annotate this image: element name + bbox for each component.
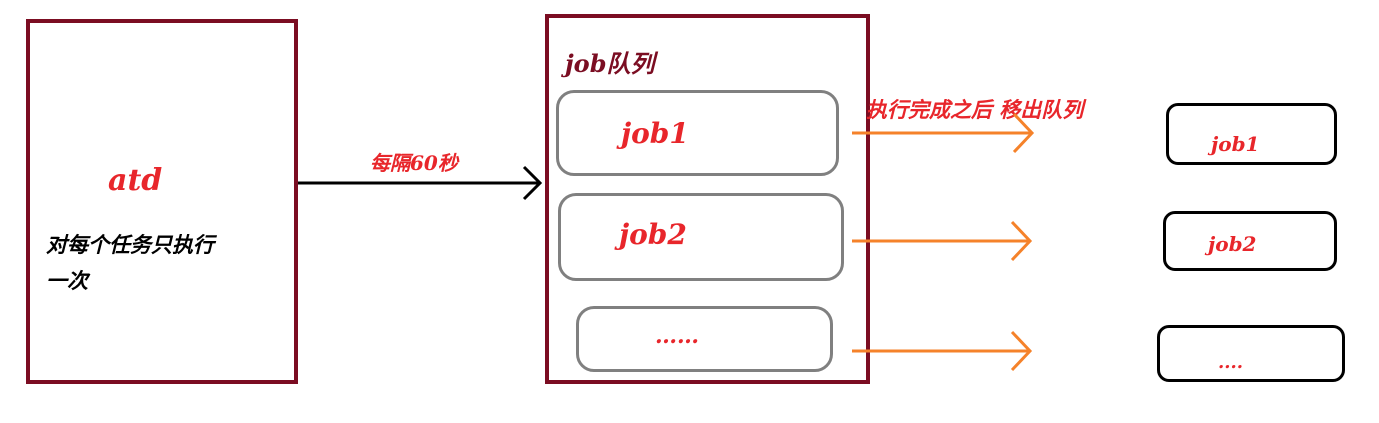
atd-description-line1: 对每个任务只执行 xyxy=(46,233,214,257)
done-item-label: .... xyxy=(1218,352,1244,373)
move-out-label: 执行完成之后 移出队列 xyxy=(866,97,1084,122)
queue-item-label: job2 xyxy=(619,218,687,251)
done-item-label: job2 xyxy=(1208,232,1257,256)
done-item-job1: job1 xyxy=(1166,103,1337,165)
queue-item-label: …… xyxy=(655,323,699,349)
move-out-arrow-more xyxy=(852,330,1033,372)
queue-item-label: job1 xyxy=(621,117,689,150)
queue-item-job1: job1 xyxy=(556,90,839,176)
atd-title: atd xyxy=(108,163,163,198)
interval-arrow xyxy=(298,165,543,201)
done-item-job2: job2 xyxy=(1163,211,1337,271)
queue-item-job2: job2 xyxy=(558,193,844,281)
move-out-arrow-job1 xyxy=(852,112,1035,154)
interval-label: 每隔60秒 xyxy=(370,151,458,175)
queue-item-more: …… xyxy=(576,306,833,372)
done-item-label: job1 xyxy=(1211,132,1260,156)
done-item-more: .... xyxy=(1157,325,1345,382)
move-out-arrow-job2 xyxy=(852,220,1033,262)
atd-box: atd 对每个任务只执行 一次 xyxy=(26,19,298,384)
job-queue-title: job队列 xyxy=(565,49,655,78)
job-queue-box: job队列 xyxy=(545,14,870,384)
atd-description-line2: 一次 xyxy=(46,269,88,293)
